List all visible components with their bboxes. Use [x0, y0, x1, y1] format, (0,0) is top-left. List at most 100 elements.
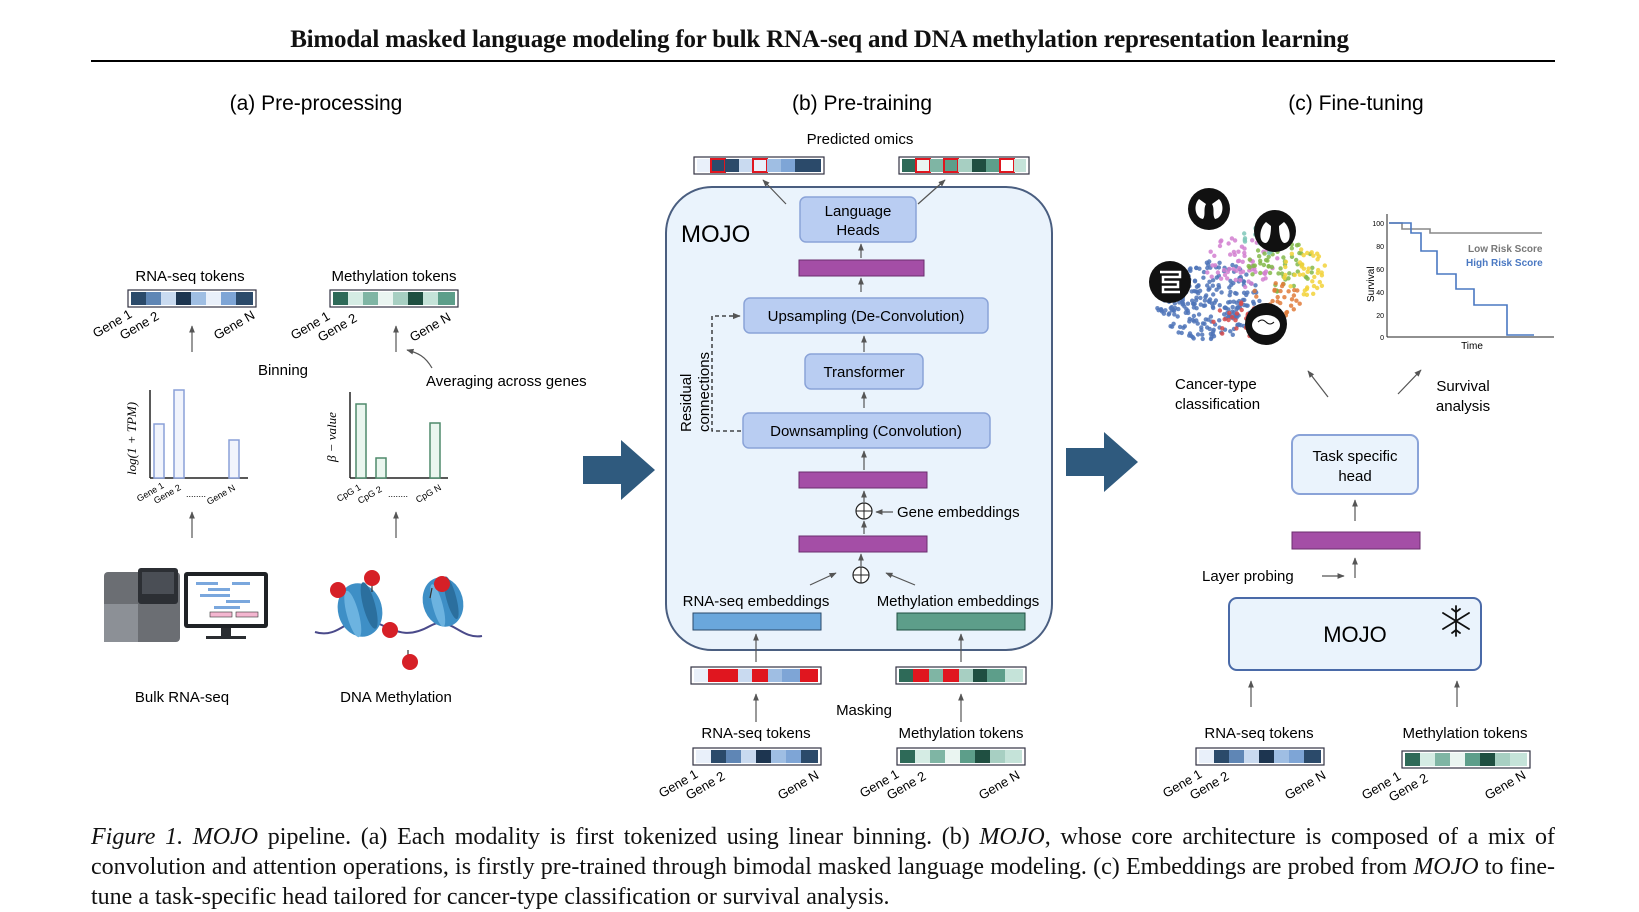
bulk-rna-label: Bulk RNA-seq	[135, 689, 229, 706]
caption-text-1: pipeline. (a) Each modality is first tok…	[258, 824, 980, 850]
survival-line1: Survival	[1436, 378, 1489, 395]
title-rule	[91, 60, 1555, 62]
km-tick-20: 20	[1376, 313, 1384, 320]
meth-token-strip	[329, 289, 459, 308]
embedding-bar-mid	[798, 471, 928, 489]
c-rna-genen: Gene N	[1282, 767, 1328, 802]
transformer-label: Transformer	[823, 364, 904, 381]
panel-c-label: (c) Fine-tuning	[1288, 92, 1423, 115]
caption-model-name: MOJO	[192, 824, 259, 850]
b-meth-token-strip	[896, 747, 1026, 766]
rna-hist-ylabel: log(1 + TPM)	[124, 402, 139, 475]
embedding-bar-low	[798, 535, 928, 553]
rna-histogram: log(1 + TPM) Gene 1 Gene 2 ........ Gene…	[124, 389, 248, 507]
c-mojo-box	[1228, 597, 1482, 671]
b-rna-token-strip	[692, 747, 822, 766]
low-risk-label: Low Risk Score	[1468, 244, 1543, 255]
task-head-box	[1291, 434, 1419, 495]
intestine-icon	[1149, 261, 1191, 303]
big-arrow-a-to-b	[583, 440, 655, 500]
meth-hist-cpgn: CpG N	[414, 482, 443, 504]
c-rna-tokens-label: RNA-seq tokens	[1204, 725, 1313, 742]
residual-line2: connections	[696, 352, 713, 432]
caption-text-2: , whose core architecture is composed of…	[91, 824, 1556, 880]
residual-connection	[711, 312, 741, 432]
upsampling-box	[743, 297, 989, 334]
b-rna-tokens-label: RNA-seq tokens	[701, 725, 810, 742]
frozen-snowflake-icon	[1442, 605, 1470, 637]
caption-model-name-2: MOJO	[979, 824, 1045, 850]
transformer-box	[804, 353, 924, 390]
c-meth-genen: Gene N	[1482, 767, 1528, 802]
averaging-label: Averaging across genes	[426, 373, 587, 390]
c-mojo-label: MOJO	[1323, 622, 1387, 647]
meth-histogram: β − value CpG 1 CpG 2 ........ CpG N	[324, 392, 448, 506]
meth-hist-ylabel: β − value	[324, 412, 339, 463]
embedding-bar-top	[798, 259, 925, 277]
c-meth-tokens-label: Methylation tokens	[1402, 725, 1527, 742]
meth-tokens-label: Methylation tokens	[331, 268, 456, 285]
brain-icon	[1245, 303, 1287, 345]
big-arrow-b-to-c	[1066, 432, 1138, 492]
predicted-rna-strip	[693, 156, 825, 175]
predicted-omics-label: Predicted omics	[807, 131, 914, 148]
downsampling-box	[742, 412, 991, 449]
language-heads-box	[799, 196, 917, 243]
lungs-icon	[1254, 210, 1296, 252]
masked-meth-strip	[895, 666, 1027, 685]
language-heads-line1: Language	[825, 203, 892, 220]
b-rna-genen: Gene N	[775, 767, 821, 802]
gene-n-label: Gene N	[211, 307, 257, 342]
dna-methylation-icon	[314, 570, 483, 670]
rna-token-strip	[127, 289, 257, 308]
dna-meth-label: DNA Methylation	[340, 689, 452, 706]
rna-tokens-label: RNA-seq tokens	[135, 268, 244, 285]
rna-embedding-bar	[692, 612, 822, 631]
figure-caption: Figure 1. MOJO pipeline. (a) Each modali…	[91, 822, 1555, 912]
km-time-axis: Time	[1461, 341, 1483, 352]
km-tick-60: 60	[1376, 267, 1384, 274]
meth-embeddings-label: Methylation embeddings	[877, 593, 1040, 610]
rna-hist-genen: Gene N	[205, 483, 237, 507]
km-survival-plot: 100 80 60 40 20 0 Low Risk Score High Ri…	[1366, 214, 1554, 352]
masked-rna-strip	[690, 666, 822, 685]
caption-fig-label: Figure 1.	[91, 824, 184, 850]
low-risk-curve	[1389, 222, 1542, 234]
panel-b: (b) Pre-training Predicted omics	[656, 92, 1053, 803]
km-tick-40: 40	[1376, 290, 1384, 297]
c-rna-token-strip	[1195, 747, 1325, 766]
binning-label: Binning	[258, 362, 308, 379]
panel-a: (a) Pre-processing RNA-seq tokens Gene 1…	[90, 92, 587, 706]
upsampling-label: Upsampling (De-Convolution)	[768, 308, 965, 325]
rna-hist-dots: ........	[186, 489, 206, 499]
b-meth-genen: Gene N	[976, 767, 1022, 802]
sequencer-icon	[104, 568, 268, 642]
c-embedding-bar	[1291, 531, 1421, 550]
figure-1: (a) Pre-processing RNA-seq tokens Gene 1…	[90, 92, 1554, 805]
meth-gene-n-label: Gene N	[407, 309, 453, 344]
kidney-icon	[1188, 188, 1230, 230]
km-tick-80: 80	[1376, 244, 1384, 251]
cancer-type-line2: classification	[1175, 396, 1260, 413]
layer-probing-label: Layer probing	[1202, 568, 1294, 585]
task-head-line1: Task specific	[1312, 448, 1398, 465]
masking-label: Masking	[836, 702, 892, 719]
paper-title: Bimodal masked language modeling for bul…	[290, 26, 1349, 53]
c-meth-token-strip	[1401, 750, 1531, 769]
panel-a-label: (a) Pre-processing	[230, 92, 403, 115]
survival-line2: analysis	[1436, 398, 1490, 415]
caption-model-name-3: MOJO	[1413, 854, 1479, 880]
gene-embeddings-label: Gene embeddings	[897, 504, 1020, 521]
meth-hist-dots: ........	[388, 489, 408, 499]
language-heads-line2: Heads	[836, 222, 879, 239]
meth-embedding-bar	[896, 612, 1026, 631]
task-head-line2: head	[1338, 468, 1371, 485]
panel-c: (c) Fine-tuning Cancer-type classificati…	[1149, 92, 1554, 805]
predicted-meth-strip	[898, 156, 1030, 175]
km-tick-0: 0	[1380, 335, 1384, 342]
cancer-type-line1: Cancer-type	[1175, 376, 1257, 393]
km-survival-axis: Survival	[1366, 266, 1377, 302]
b-meth-tokens-label: Methylation tokens	[898, 725, 1023, 742]
mojo-label: MOJO	[681, 221, 750, 248]
downsampling-label: Downsampling (Convolution)	[770, 423, 962, 440]
